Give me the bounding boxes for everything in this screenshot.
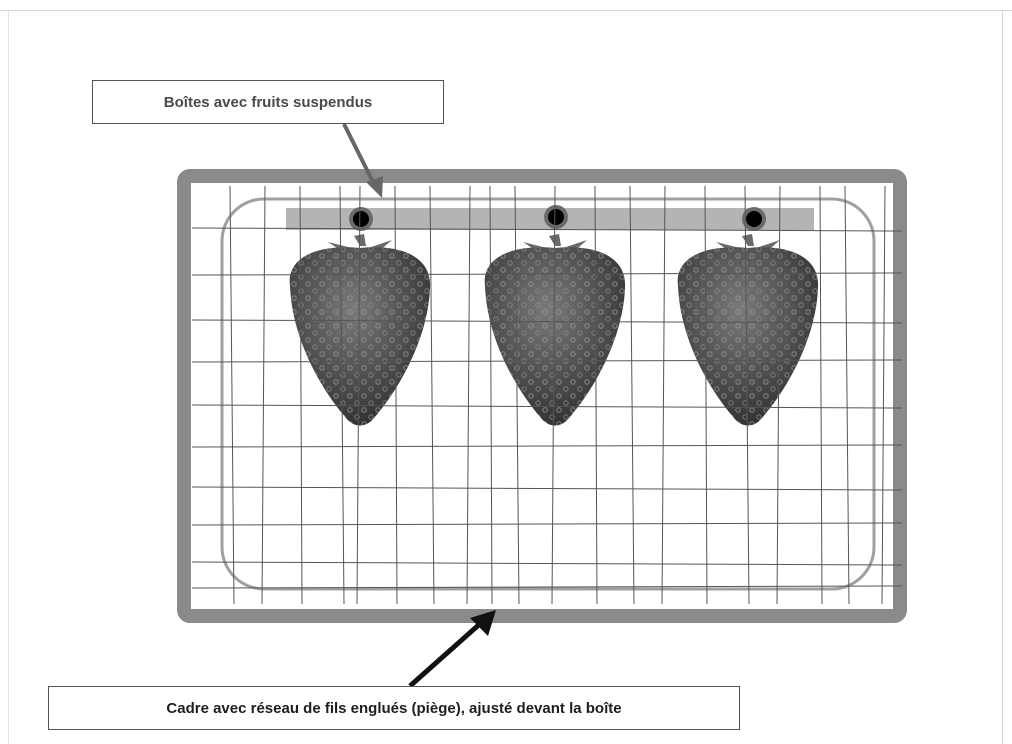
grid-wire-horizontal	[192, 445, 902, 447]
strawberry-right-icon	[678, 234, 818, 426]
grid-wire-vertical	[845, 186, 849, 604]
grid-wire-horizontal	[192, 487, 902, 490]
grid-wire-vertical	[662, 186, 665, 604]
label-trap-frame: Cadre avec réseau de fils englués (piège…	[48, 686, 740, 730]
grid-wire-vertical	[467, 186, 470, 604]
grid-wire-vertical	[820, 186, 822, 604]
grid-wire-vertical	[230, 186, 234, 604]
grid-wire-vertical	[630, 186, 634, 604]
grid-wire-vertical	[595, 186, 597, 604]
grid-wire-vertical	[515, 186, 519, 604]
grid-wire-horizontal	[192, 562, 902, 565]
grid-wire-vertical	[300, 186, 302, 604]
grid-wire-vertical	[262, 186, 265, 604]
grid-wire-vertical	[395, 186, 397, 604]
grid-wire-vertical	[430, 186, 434, 604]
hook-middle-icon	[544, 205, 568, 229]
label-trap-frame-text: Cadre avec réseau de fils englués (piège…	[166, 700, 621, 717]
grid-wire-vertical	[705, 186, 707, 604]
hook-left-icon	[349, 207, 373, 231]
arrow-to-box-icon	[344, 124, 383, 198]
grid-wire-horizontal	[192, 523, 902, 525]
label-fruit-boxes: Boîtes avec fruits suspendus	[92, 80, 444, 124]
grid-wire-vertical	[490, 186, 492, 604]
grid-wire-vertical	[882, 186, 885, 604]
label-fruit-boxes-text: Boîtes avec fruits suspendus	[164, 94, 372, 111]
